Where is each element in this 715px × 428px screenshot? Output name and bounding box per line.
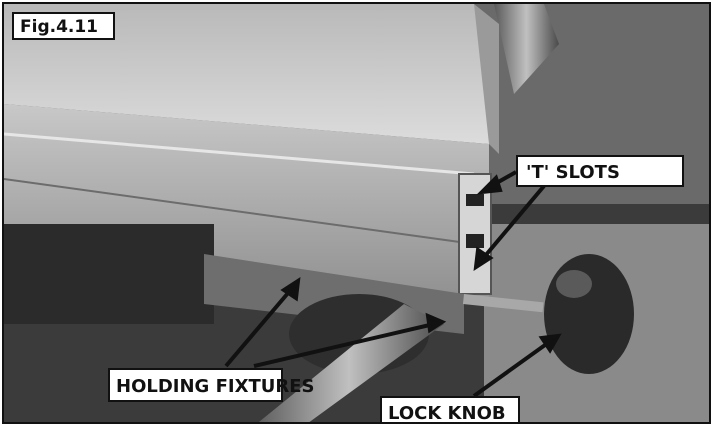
fence-groove-line	[4, 178, 475, 245]
lock-knob-highlight	[556, 270, 592, 298]
holding-arrow-left	[224, 284, 296, 368]
fence-top-face	[4, 4, 494, 144]
callout-arrows	[224, 170, 562, 398]
figure-frame: Fig.4.11 'T' SLOTS HOLDING FIXTURES LOCK…	[2, 2, 711, 424]
lock-arrow	[472, 338, 554, 398]
lock-knob-callout: LOCK KNOB	[380, 396, 520, 422]
fence-front-face	[4, 104, 489, 304]
lock-arrowhead	[538, 333, 562, 354]
upper-rod	[494, 4, 559, 94]
carriage-block	[4, 224, 214, 324]
workshop-photo	[4, 4, 709, 422]
t-slots-arrowhead-upper	[476, 174, 503, 195]
lock-knob-head	[544, 254, 634, 374]
t-slot-opening-lower	[466, 234, 484, 248]
t-slots-callout: 'T' SLOTS	[516, 155, 684, 187]
figure-label: Fig.4.11	[12, 12, 115, 40]
t-slots-arrowhead-lower	[473, 246, 494, 271]
lock-shaft	[462, 294, 544, 313]
holding-fixtures-callout: HOLDING FIXTURES	[108, 368, 314, 402]
t-slot-opening	[466, 194, 484, 206]
holding-arrowhead-left	[280, 277, 301, 302]
holding-arrow-right	[253, 322, 435, 368]
t-slots-arrow-lower	[478, 184, 546, 264]
fence-side-face	[474, 4, 499, 154]
fence-edge-line	[4, 132, 475, 176]
holding-arrowhead-right	[425, 312, 447, 334]
